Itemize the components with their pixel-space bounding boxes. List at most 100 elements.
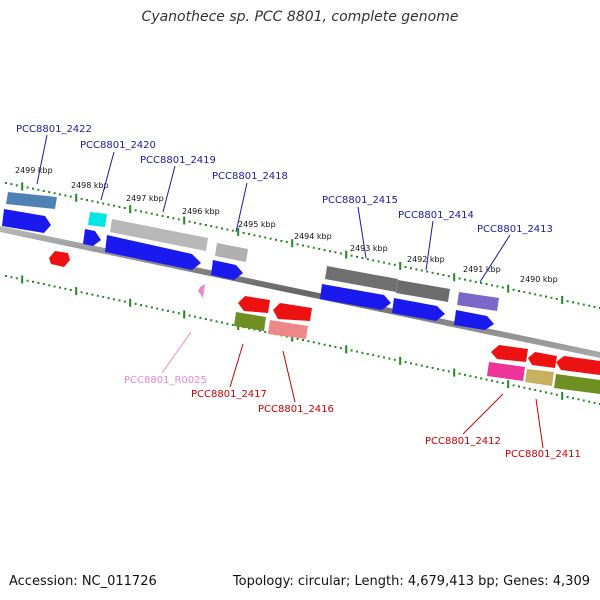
gene-label[interactable]: PCC8801_2413 <box>477 224 553 235</box>
minor-tick <box>172 311 175 314</box>
gene-feature[interactable] <box>396 280 450 302</box>
lower-tick-track <box>5 275 600 405</box>
minor-tick <box>388 357 391 360</box>
minor-tick <box>210 225 213 228</box>
minor-tick <box>588 400 591 403</box>
gene-feature[interactable] <box>392 298 445 321</box>
major-tick <box>561 296 564 304</box>
minor-tick <box>226 228 229 231</box>
gene-feature[interactable] <box>83 229 101 246</box>
gene-feature[interactable] <box>234 312 266 331</box>
gene-label[interactable]: PCC8801_2414 <box>398 210 474 221</box>
minor-tick <box>134 302 137 305</box>
gene-feature[interactable] <box>268 320 308 339</box>
minor-tick <box>550 392 553 395</box>
minor-tick <box>437 368 439 371</box>
gene-feature[interactable] <box>554 374 600 394</box>
minor-tick <box>96 294 99 297</box>
major-tick <box>291 333 294 342</box>
genome-title: Cyanothece sp. PCC 8801, complete genome <box>141 9 459 25</box>
gene-feature[interactable] <box>238 296 270 313</box>
scale-label: 2493 kbp <box>350 244 388 253</box>
gene-label[interactable]: PCC8801_2415 <box>322 195 398 206</box>
gene-feature[interactable] <box>556 356 600 375</box>
minor-tick <box>393 358 396 361</box>
gene-feature[interactable] <box>105 235 201 270</box>
minor-tick <box>539 390 542 393</box>
minor-tick <box>118 205 121 208</box>
minor-tick <box>242 232 245 234</box>
minor-tick <box>285 335 288 338</box>
minor-tick <box>323 343 326 346</box>
gene-label[interactable]: PCC8801_2420 <box>80 140 156 151</box>
minor-tick <box>204 318 207 321</box>
minor-tick <box>26 279 29 282</box>
minor-tick <box>145 305 148 308</box>
gene-label[interactable]: PCC8801_2417 <box>191 389 267 400</box>
gene-feature[interactable] <box>528 352 557 368</box>
gene-feature[interactable] <box>491 345 528 362</box>
gene-feature[interactable] <box>273 303 312 321</box>
gene-feature[interactable] <box>525 369 554 386</box>
minor-tick <box>566 300 569 303</box>
scale-label: 2492 kbp <box>407 255 445 264</box>
gene-feature[interactable] <box>487 362 525 381</box>
major-tick <box>21 182 24 191</box>
leader-line <box>282 350 296 403</box>
minor-tick <box>420 364 423 367</box>
minor-tick <box>523 386 526 389</box>
minor-tick <box>593 401 596 404</box>
gene-feature[interactable] <box>110 219 208 251</box>
minor-tick <box>528 292 531 295</box>
minor-tick <box>264 236 267 239</box>
minor-tick <box>48 191 51 194</box>
gene-label[interactable]: PCC8801_R0025 <box>124 375 207 386</box>
gene-feature[interactable] <box>215 243 248 262</box>
minor-tick <box>53 192 56 195</box>
gene-feature[interactable] <box>454 310 494 330</box>
minor-tick <box>426 365 429 368</box>
minor-tick <box>167 309 169 312</box>
minor-tick <box>194 221 196 224</box>
minor-tick <box>59 193 61 196</box>
gene-feature[interactable] <box>6 192 57 209</box>
minor-tick <box>474 376 477 379</box>
scale-labels: 2499 kbp 2498 kbp 2497 kbp 2496 kbp 2495… <box>15 166 558 284</box>
minor-tick <box>442 369 445 372</box>
gene-feature[interactable] <box>198 284 205 298</box>
minor-tick <box>350 349 353 352</box>
gene-label[interactable]: PCC8801_2419 <box>140 155 216 166</box>
minor-tick <box>383 356 385 359</box>
minor-tick <box>323 249 326 251</box>
gene-feature[interactable] <box>2 209 51 233</box>
major-tick <box>21 275 24 284</box>
gene-feature[interactable] <box>325 266 398 292</box>
minor-tick <box>528 387 531 390</box>
gene-label[interactable]: PCC8801_2416 <box>258 404 334 415</box>
minor-tick <box>258 329 261 332</box>
minor-tick <box>588 304 591 307</box>
gene-feature[interactable] <box>457 292 499 311</box>
gene-label[interactable]: PCC8801_2412 <box>425 436 501 447</box>
gene-label[interactable]: PCC8801_2418 <box>212 171 288 182</box>
minor-tick <box>59 286 61 289</box>
minor-tick <box>366 258 369 261</box>
minor-tick <box>107 297 110 300</box>
minor-tick <box>383 261 385 264</box>
minor-tick <box>86 199 88 201</box>
gene-label[interactable]: PCC8801_2411 <box>505 449 581 460</box>
minor-tick <box>534 293 537 296</box>
minor-tick <box>5 182 7 184</box>
major-tick <box>507 284 510 293</box>
gene-label[interactable]: PCC8801_2422 <box>16 124 92 135</box>
minor-tick <box>447 275 450 278</box>
minor-tick <box>280 240 283 242</box>
minor-tick <box>469 279 472 282</box>
gene-feature[interactable] <box>88 212 107 227</box>
gene-feature[interactable] <box>320 284 391 310</box>
minor-tick <box>15 184 18 187</box>
gene-feature[interactable] <box>49 251 70 267</box>
gene-feature[interactable] <box>211 260 243 280</box>
minor-tick <box>577 398 580 401</box>
